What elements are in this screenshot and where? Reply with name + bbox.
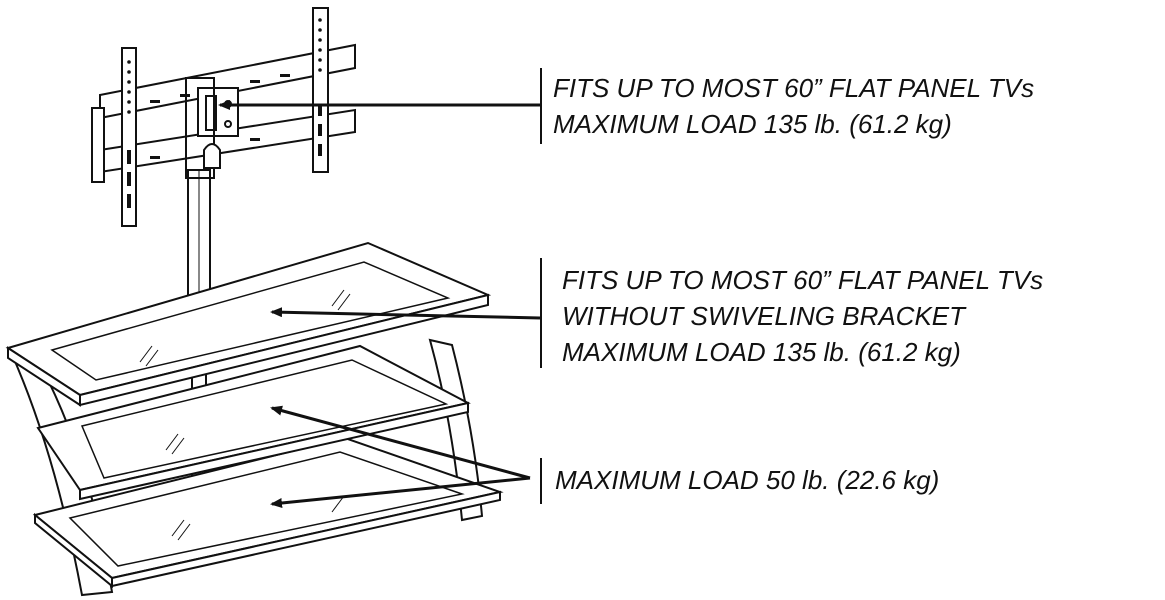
tv-mount-bracket [91, 7, 356, 227]
callout-shelf-line-1: FITS UP TO MOST 60” FLAT PANEL TVs [562, 265, 1044, 295]
arrow-middle-shelf [270, 405, 531, 480]
callout-top-line-2: MAXIMUM LOAD 135 lb. (61.2 kg) [553, 109, 952, 139]
bracket-holes [127, 18, 322, 208]
middle-shelf [36, 344, 471, 501]
callout-bracket-bottom [540, 458, 542, 504]
arrow-bottom-shelf [270, 476, 531, 508]
callout-top-line-1: FITS UP TO MOST 60” FLAT PANEL TVs [553, 73, 1035, 103]
bottom-shelf [32, 436, 504, 589]
callout-lower-shelves: MAXIMUM LOAD 50 lb. (22.6 kg) [555, 462, 939, 498]
callout-shelf-line-3: MAXIMUM LOAD 135 lb. (61.2 kg) [562, 337, 961, 367]
callout-top-bracket: FITS UP TO MOST 60” FLAT PANEL TVs MAXIM… [553, 70, 1034, 142]
glass-reflections [139, 289, 351, 541]
arrow-top-shelf [270, 307, 541, 320]
callout-lower-line-1: MAXIMUM LOAD 50 lb. (22.6 kg) [555, 465, 940, 495]
callout-bracket-middle [540, 258, 542, 368]
top-shelf [5, 241, 492, 407]
callout-shelf-line-2: WITHOUT SWIVELING BRACKET [562, 301, 966, 331]
callout-arrows [218, 100, 541, 508]
callout-bracket-top [540, 68, 542, 144]
callout-top-shelf: FITS UP TO MOST 60” FLAT PANEL TVs WITHO… [562, 262, 1043, 370]
